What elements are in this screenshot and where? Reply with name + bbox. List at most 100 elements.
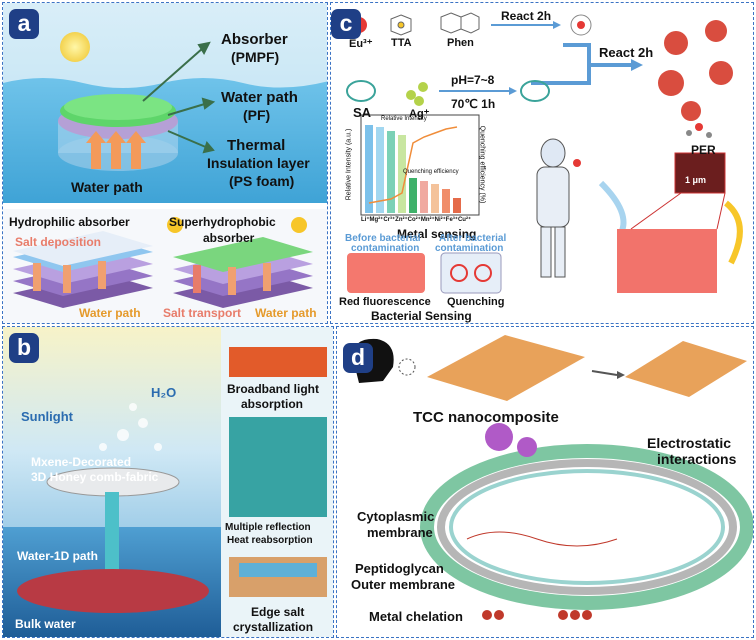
sem-image (674, 152, 726, 194)
merge-bracket (531, 43, 631, 85)
panel-d-illustration (353, 335, 753, 620)
sa-label: SA (353, 105, 372, 120)
water-path-left-label: Water path (79, 306, 141, 320)
ag-label: Ag⁺ (409, 108, 430, 120)
sa-ag-icon (520, 80, 550, 102)
cytoplasmic-label-1: Cytoplasmic (357, 509, 435, 524)
thermal-sub2-label: (PS foam) (229, 173, 295, 189)
panel-c: c Eu³⁺ TTA Phen React 2h React 2h SA Ag⁺… (330, 2, 754, 324)
person-icon (536, 138, 581, 278)
nanocomposite-sheet-2 (625, 341, 747, 397)
thermal-sub1-label: Insulation layer (207, 155, 310, 171)
dna-strand (466, 531, 618, 547)
water-path-sub-label: (PF) (243, 107, 271, 123)
panel-c-illustration (346, 12, 743, 294)
before-label-1: Before bacterial (345, 233, 421, 244)
water-path-arrows (86, 131, 146, 169)
inset-bar (398, 135, 406, 213)
quenching-label: Quenching (447, 296, 505, 308)
phen-molecule-icon (440, 12, 480, 34)
panel-d: d TCC nanocomposite Electrostatic intera… (336, 326, 754, 638)
after-box (440, 252, 502, 294)
mxene-label-2: 3D Honey comb-fabric (31, 470, 159, 484)
react1-label: React 2h (501, 9, 552, 23)
inset-legend2: Quenching efficiency (403, 169, 459, 175)
water-path-bottom-label: Water path (71, 179, 143, 195)
metal-chelation-label: Metal chelation (369, 609, 463, 624)
inset-chart (360, 114, 480, 216)
pointer-arrows (142, 41, 216, 154)
inset-line (368, 126, 458, 204)
inset-bar (420, 181, 428, 213)
tta-label: TTA (391, 37, 412, 49)
metal-sensing-label: Metal sensing (397, 227, 477, 241)
multiple-label-2: Heat reabsorption (227, 535, 313, 546)
red-fluor-panel (617, 229, 717, 293)
cytoplasmic-membrane (449, 469, 725, 585)
thermal-label: Thermal (227, 137, 286, 154)
vapor-bubbles (99, 403, 162, 451)
superhydrophobic-stack (173, 237, 313, 308)
inset-bar (365, 125, 373, 213)
electrostatic-label-1: Electrostatic (647, 435, 732, 451)
peptidoglycan-label: Peptidoglycan (355, 561, 444, 576)
sunlight-label: Sunlight (21, 409, 73, 424)
tcc-particle (485, 423, 513, 451)
complex-icon (570, 14, 592, 36)
before-label-2: contamination (351, 243, 420, 254)
scale-label: 1 μm (685, 175, 707, 185)
after-label-1: After bacterial (439, 233, 507, 244)
broadband-label-1: Broadband light (227, 382, 319, 396)
inset-bar (409, 178, 417, 213)
inset-bar (453, 198, 461, 213)
before-box (347, 253, 425, 293)
sun-icon-small (167, 217, 183, 233)
outer-membrane (420, 444, 753, 610)
inset-ylabel-left: Relative Intensity (a.u.) (345, 128, 353, 201)
peptidoglycan-layer (437, 459, 737, 595)
panel-c-label: c (331, 9, 361, 39)
flame-layer (229, 347, 327, 377)
salt-deposition-label: Salt deposition (15, 235, 102, 249)
chelation-particles (482, 610, 592, 620)
per-molecule-icon (686, 123, 712, 138)
flow-arrow (598, 180, 627, 235)
inset-bar (431, 184, 439, 213)
panel-b-label: b (9, 333, 39, 363)
sun-icon-small-2 (291, 217, 307, 233)
react2-label: React 2h (599, 45, 654, 60)
ph-label: pH=7~8 (451, 73, 495, 87)
multiple-label-1: Multiple reflection (225, 522, 311, 533)
hydrophilic-stack (13, 231, 153, 308)
salt-transport-label: Salt transport (163, 306, 242, 320)
no-bacteria-icon (450, 264, 468, 282)
superhydrophobic-sub-label: absorber (203, 231, 255, 245)
broadband-label-2: absorption (241, 397, 303, 411)
inset-bar (387, 131, 395, 213)
hydrophilic-label: Hydrophilic absorber (9, 215, 130, 229)
tcc-label: TCC nanocomposite (413, 409, 559, 426)
panel-b: b H₂O Sunlight Mxene-Decorated 3D Honey … (2, 326, 334, 638)
per-label: PER (691, 143, 716, 157)
no-bacteria-icon-2 (474, 264, 492, 282)
edge-label-2: crystallization (233, 620, 314, 634)
electrostatic-label-2: interactions (657, 451, 737, 467)
outer-membrane-label: Outer membrane (351, 577, 456, 592)
panel-b-illustration (3, 327, 333, 637)
cytoplasmic-label-2: membrane (367, 525, 433, 540)
absorber-label: Absorber (221, 31, 288, 48)
phen-label: Phen (447, 37, 474, 49)
inset-bar (376, 127, 384, 213)
edge-label-1: Edge salt (251, 605, 305, 619)
water-1d-label: Water-1D path (17, 549, 98, 563)
temp-label: 70℃ 1h (451, 97, 496, 111)
inset-bar (442, 189, 450, 213)
per-nanoparticles (658, 20, 733, 121)
absorber-sub-label: (PMPF) (231, 49, 280, 65)
water-1d-column (105, 492, 119, 577)
h2o-label: H₂O (151, 385, 177, 400)
panel-a-label: a (9, 9, 39, 39)
per-arrow (723, 200, 743, 265)
after-label-2: contamination (435, 243, 504, 254)
honeycomb-mesh (229, 417, 327, 517)
